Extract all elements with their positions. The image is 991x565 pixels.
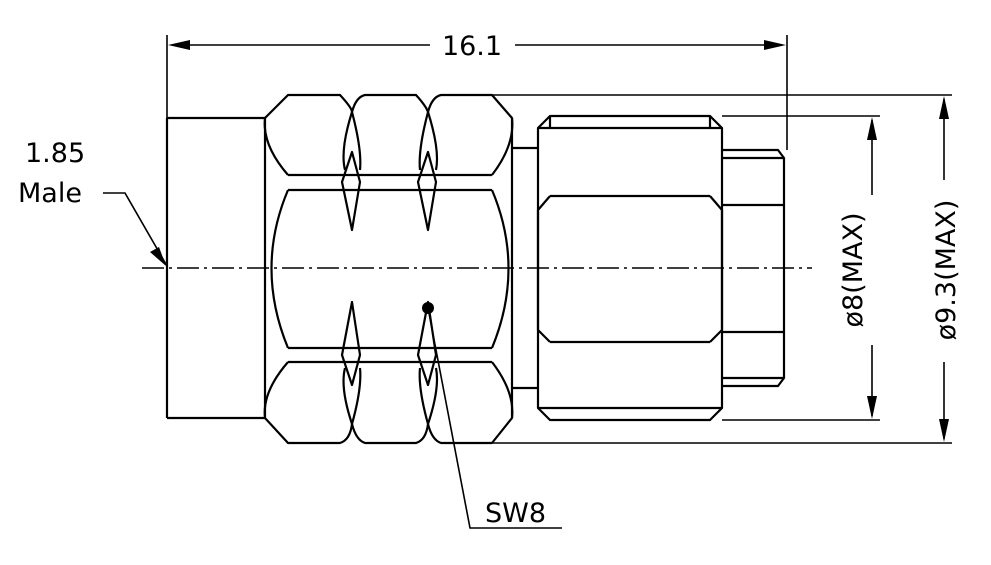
length-value: 16.1 [442,31,502,62]
coupling-nut [263,93,514,445]
male-callout: 1.85 Male [18,138,168,267]
connector-gender-label: Male [18,178,82,209]
wrench-size-label: SW8 [485,498,546,529]
diameter-overall-value: ø9.3(MAX) [931,200,962,341]
diameter-body-value: ø8(MAX) [838,212,869,327]
diameter-overall-dimension: ø9.3(MAX) [492,94,962,444]
hex-body [536,114,724,422]
diameter-body-dimension: ø8(MAX) [722,115,880,421]
rear-end [722,148,786,388]
wrench-callout: SW8 [422,302,562,529]
connector-size-label: 1.85 [25,138,85,169]
length-dimension: 16.1 [166,31,788,150]
male-pin-body [165,116,265,420]
neck [512,146,538,390]
